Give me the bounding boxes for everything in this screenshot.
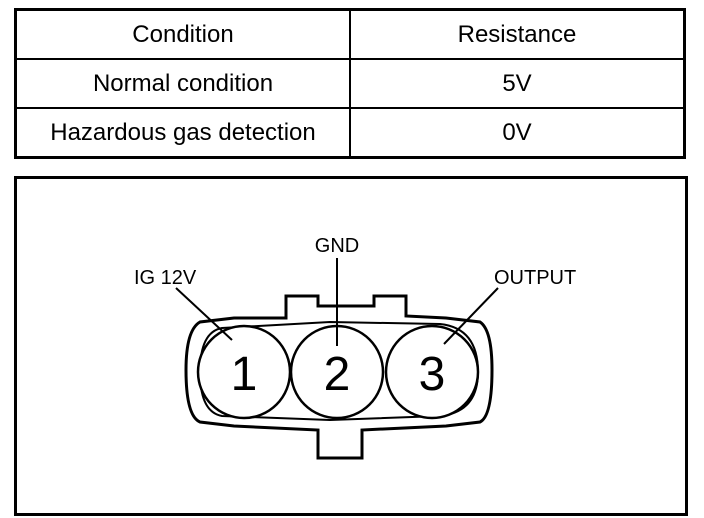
cell-value-hazardous: 0V [349,107,686,159]
pin-1-number: 1 [231,348,258,401]
pin-2-number: 2 [324,348,351,401]
pin-3-label: OUTPUT [494,267,576,289]
spec-table: Condition Resistance Normal condition 5V… [14,8,686,159]
pin-3-number: 3 [419,348,446,401]
table-row: Normal condition 5V [14,58,686,109]
table-row: Hazardous gas detection 0V [14,107,686,159]
pin-2-label: GND [315,235,359,257]
column-header-condition: Condition [14,8,351,60]
cell-value-normal: 5V [349,58,686,109]
cell-condition-hazardous: Hazardous gas detection [14,107,351,159]
pin-1-leader-line [175,287,233,341]
connector-diagram-frame [14,176,688,516]
column-header-resistance: Resistance [349,8,686,60]
cell-condition-normal: Normal condition [14,58,351,109]
connector-housing-outer [184,294,494,460]
pin-1-label: IG 12V [134,267,197,289]
pin-3-leader-line [443,287,499,345]
pin-3-circle [384,324,480,420]
table-header-row: Condition Resistance [14,8,686,60]
